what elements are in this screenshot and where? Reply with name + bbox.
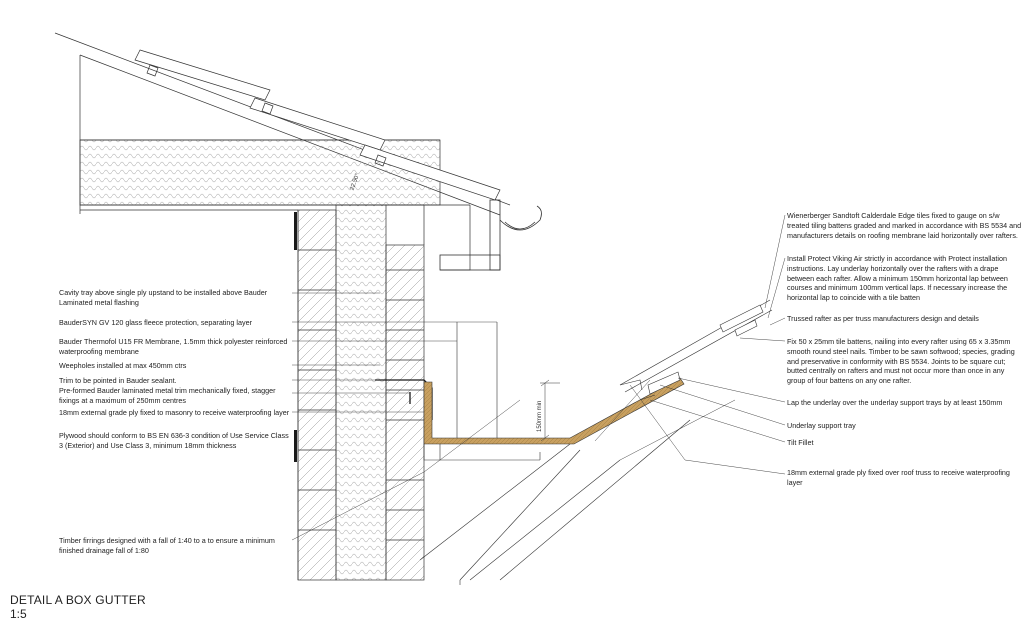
gutter-support: [440, 322, 541, 461]
drawing-title: DETAIL A BOX GUTTER: [10, 593, 146, 607]
note-weepholes: Weepholes installed at max 450mm ctrs: [59, 361, 187, 370]
lower-roof: [419, 299, 773, 585]
note-thermofol-membrane: Bauder Thermofol U15 FR Membrane, 1.5mm …: [59, 337, 288, 356]
note-plywood-standard: Plywood should conform to BS EN 636-3 co…: [59, 431, 289, 450]
note-glass-fleece: BauderSYN GV 120 glass fleece protection…: [59, 318, 252, 327]
drawing-scale: 1:5: [10, 607, 27, 621]
dimension-label: 150mm min: [537, 401, 543, 432]
eaves-gutter: [439, 199, 542, 271]
note-underlay: Install Protect Viking Air strictly in a…: [787, 254, 1008, 303]
note-support-tray: Underlay support tray: [787, 421, 856, 430]
note-timber-firrings: Timber firrings designed with a fall of …: [59, 536, 275, 555]
note-tiles: Wienerberger Sandtoft Calderdale Edge ti…: [787, 211, 1022, 240]
note-ply-masonry: 18mm external grade ply fixed to masonry…: [59, 408, 290, 417]
note-trim-sealant: Trim to be pointed in Bauder sealant.: [59, 376, 177, 385]
dimension-150: [540, 379, 560, 442]
note-tile-battens: Fix 50 x 25mm tile battens, nailing into…: [787, 337, 1015, 386]
note-lap-underlay: Lap the underlay over the underlay suppo…: [787, 398, 1003, 407]
note-trussed-rafter: Trussed rafter as per truss manufacturer…: [787, 314, 979, 323]
wall-structure: [80, 204, 471, 581]
upper-roof: 22.50°: [54, 32, 511, 216]
note-cavity-tray: Cavity tray above single ply upstand to …: [59, 288, 268, 307]
note-ply-roof-truss: 18mm external grade ply fixed over roof …: [787, 468, 1010, 487]
box-gutter-ply: [423, 377, 685, 461]
note-tilt-fillet: Tilt Fillet: [787, 438, 814, 447]
pitch-label: 22.50°: [349, 172, 361, 191]
leader-lines: [291, 214, 786, 541]
note-metal-trim: Pre-formed Bauder laminated metal trim m…: [59, 386, 276, 405]
